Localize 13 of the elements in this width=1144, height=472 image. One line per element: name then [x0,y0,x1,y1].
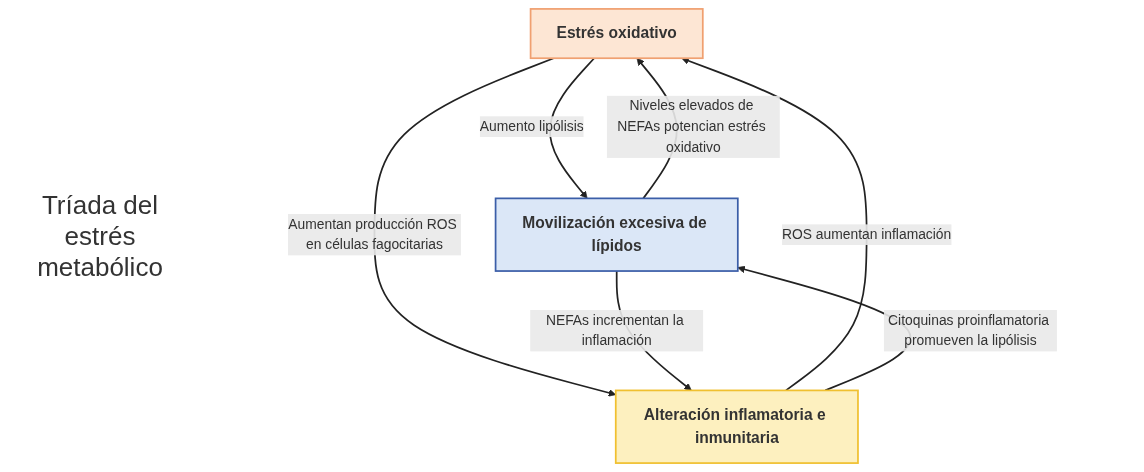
center-label: Tríada del estrés metabólico [36,189,164,283]
edge-label: NEFAs incrementan la inflamación [545,312,684,349]
arrow [680,57,868,392]
edge-label: Aumento lipólisis [479,118,584,134]
node-box: Estrés oxidativo [529,8,704,60]
edge-label: ROS aumentan inflamación [781,226,951,242]
arrow [548,57,595,199]
arrow [373,57,616,397]
node-box: Movilización excesiva de lípidos [494,197,739,272]
edge-label: Niveles elevados de NEFAs potencian estrés oxidativo [616,98,766,155]
node-box: Alteración inflamatoria e inmunitaria [614,389,859,464]
edge-label: Aumentan producción ROS en células fagocitarias [287,216,457,252]
edge-label: Citoquinas proinflamatoria promueven la lipólisis [887,312,1049,349]
